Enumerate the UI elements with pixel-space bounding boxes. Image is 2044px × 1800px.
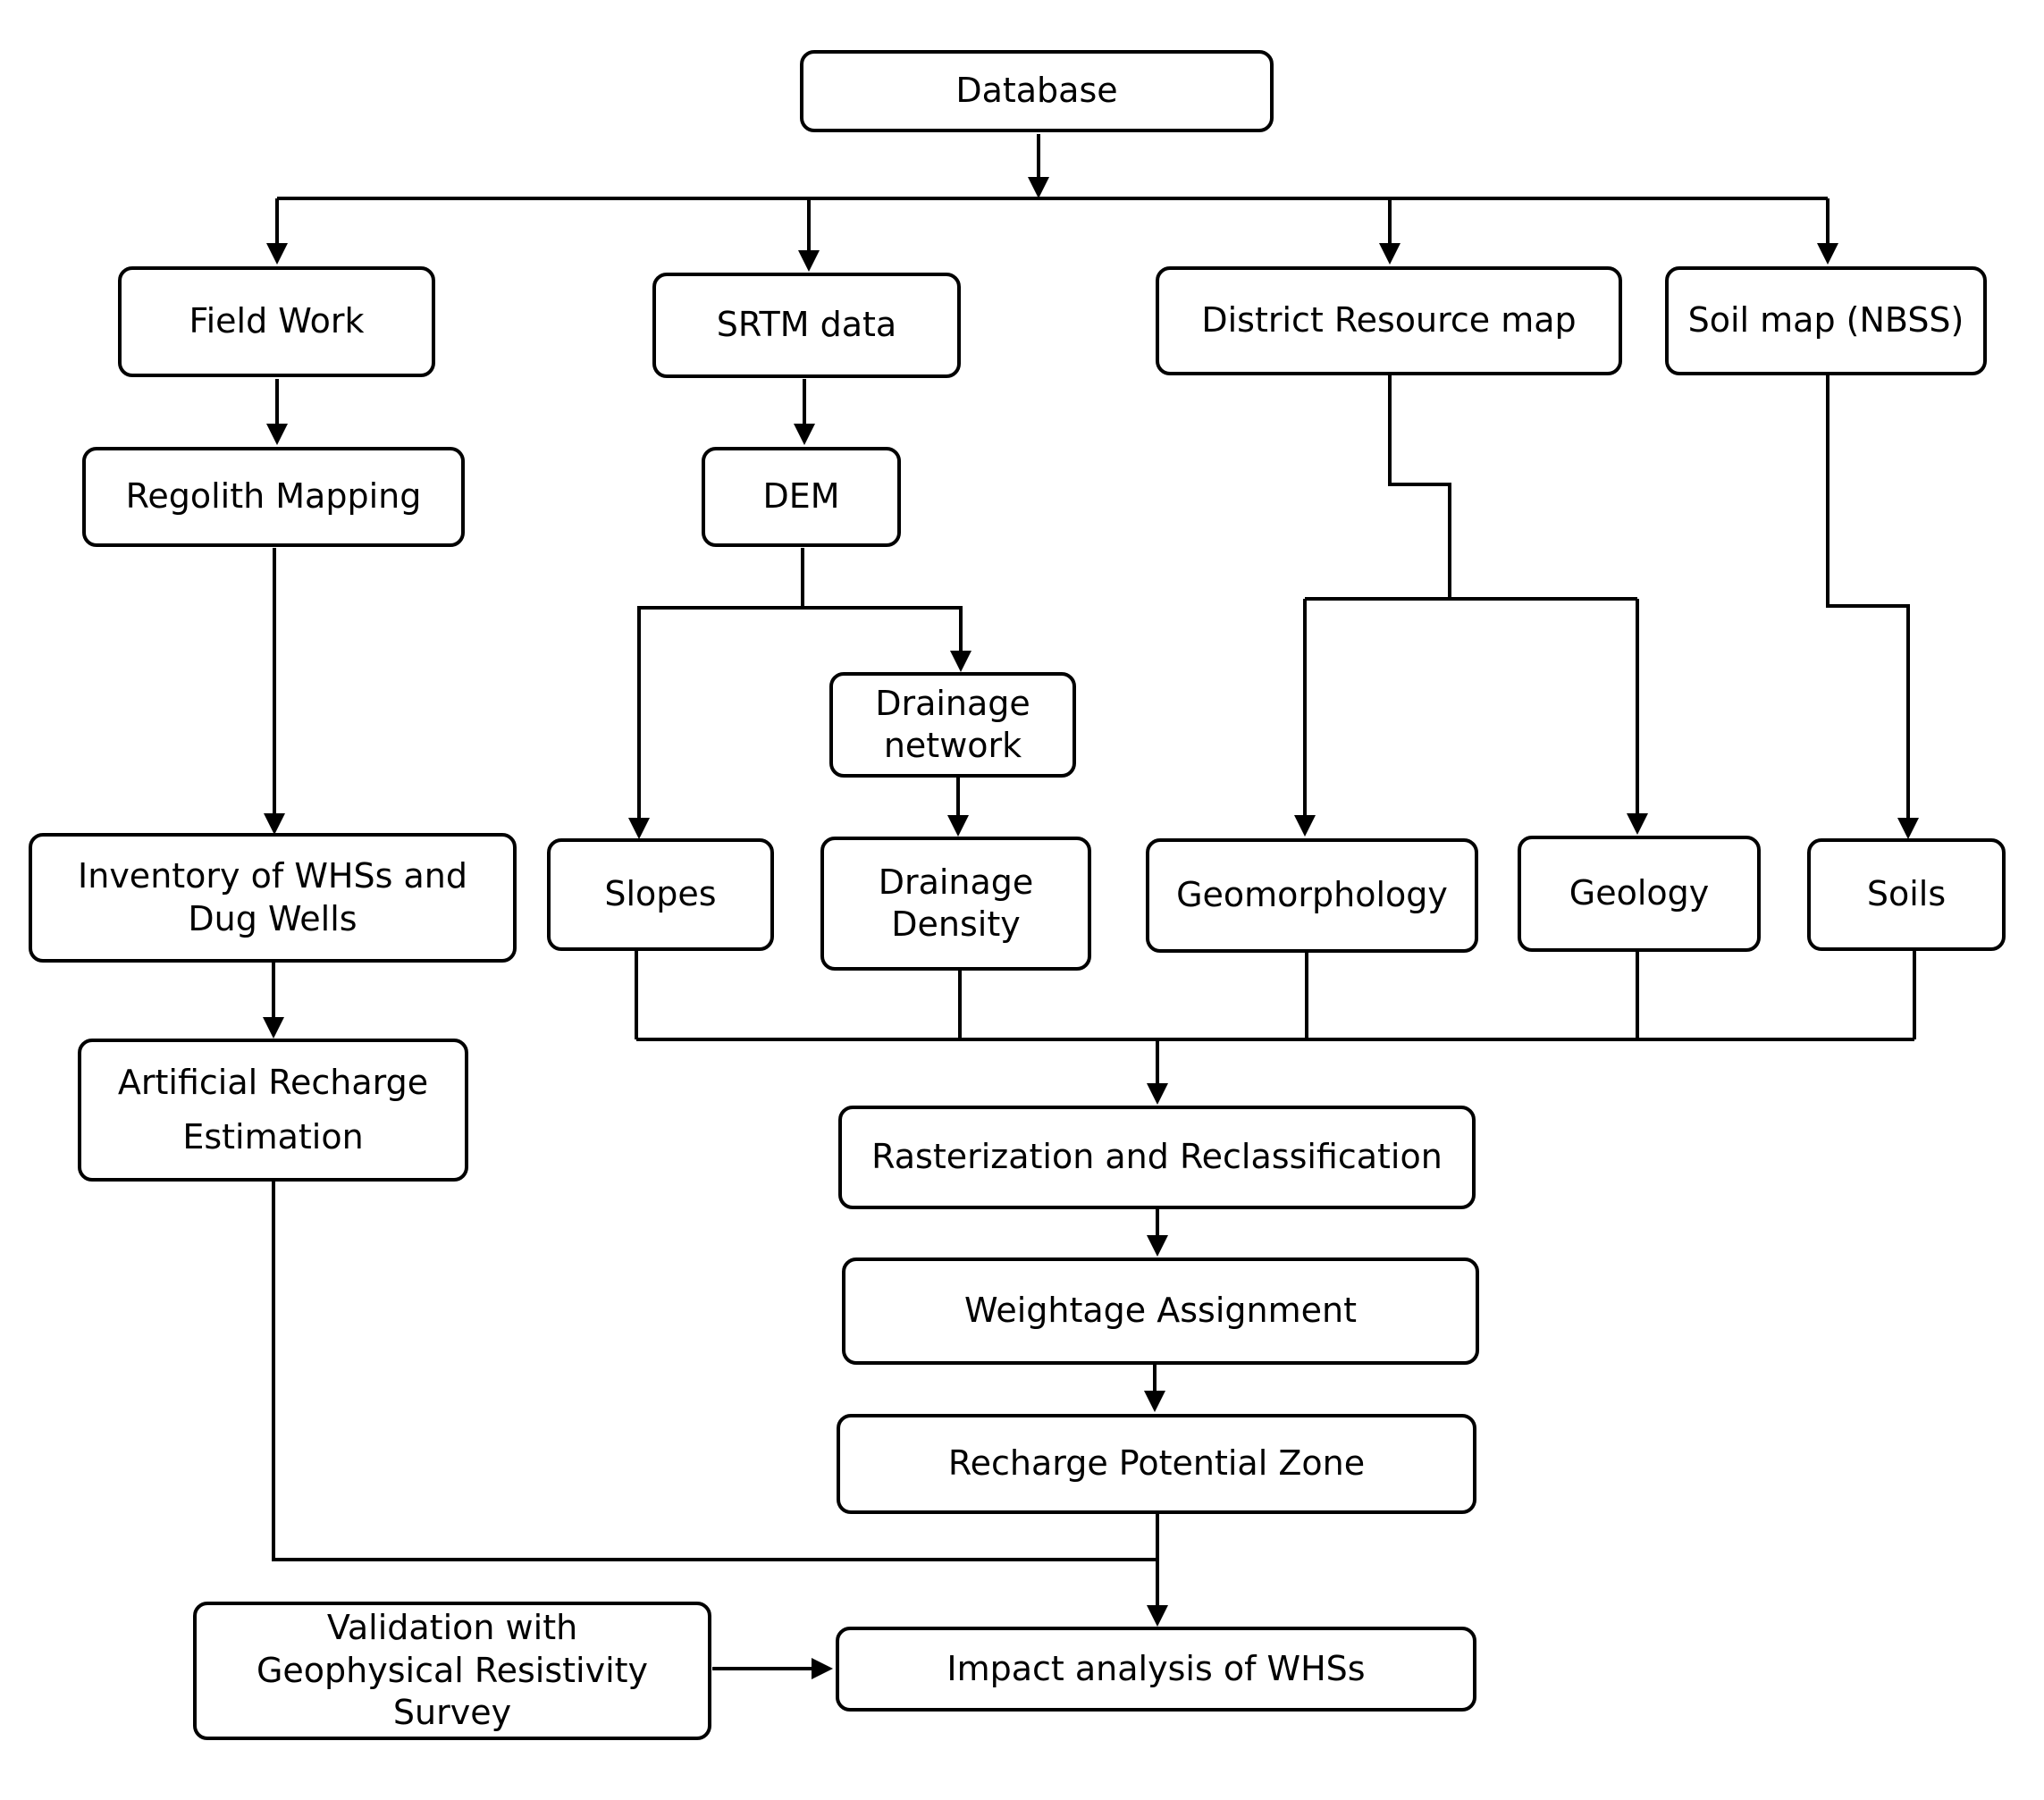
geology-label: Geology (1569, 873, 1710, 913)
drainage-network-label: Drainage network (875, 683, 1030, 766)
edge-artificial-impact (272, 1180, 1157, 1561)
impact-analysis-label: Impact analysis of WHSs (946, 1648, 1366, 1688)
geology-box: Geology (1518, 836, 1761, 952)
soils-label: Soils (1866, 874, 1947, 914)
validation-box: Validation with Geophysical Resistivity … (193, 1602, 711, 1740)
edge-soil-map-soils (1826, 375, 1919, 839)
edge-district-branch (1388, 375, 1451, 597)
artificial-recharge-label: Artificial Recharge Estimation (117, 1063, 429, 1157)
edge-dem-slopes (628, 606, 803, 839)
field-work-box: Field Work (118, 266, 435, 377)
district-resource-map-box: District Resource map (1156, 266, 1622, 375)
field-work-label: Field Work (189, 301, 365, 341)
regolith-mapping-box: Regolith Mapping (82, 447, 465, 547)
rasterization-label: Rasterization and Reclassification (871, 1137, 1443, 1177)
dem-box: DEM (702, 447, 901, 547)
weightage-label: Weightage Assignment (964, 1291, 1357, 1331)
srtm-data-box: SRTM data (652, 273, 961, 378)
weightage-box: Weightage Assignment (842, 1257, 1479, 1365)
recharge-zone-label: Recharge Potential Zone (947, 1443, 1366, 1484)
district-resource-map-label: District Resource map (1201, 300, 1577, 341)
inventory-label: Inventory of WHSs and Dug Wells (78, 856, 467, 938)
drainage-network-box: Drainage network (829, 672, 1076, 778)
impact-analysis-box: Impact analysis of WHSs (836, 1627, 1476, 1712)
edge-dem-drainage-network (803, 606, 972, 672)
geomorphology-label: Geomorphology (1176, 875, 1448, 915)
slopes-label: Slopes (604, 874, 717, 914)
rasterization-box: Rasterization and Reclassification (838, 1106, 1476, 1209)
srtm-data-label: SRTM data (716, 305, 897, 345)
database-box: Database (800, 50, 1274, 132)
database-label: Database (955, 71, 1118, 111)
geomorphology-box: Geomorphology (1146, 838, 1478, 953)
recharge-zone-box: Recharge Potential Zone (837, 1414, 1476, 1514)
slopes-box: Slopes (547, 838, 774, 951)
inventory-box: Inventory of WHSs and Dug Wells (29, 833, 517, 963)
soils-box: Soils (1807, 838, 2006, 951)
regolith-mapping-label: Regolith Mapping (125, 476, 422, 517)
validation-label: Validation with Geophysical Resistivity … (256, 1608, 649, 1733)
soil-map-box: Soil map (NBSS) (1665, 266, 1987, 375)
soil-map-label: Soil map (NBSS) (1687, 300, 1964, 341)
dem-label: DEM (762, 476, 840, 517)
artificial-recharge-box: Artificial Recharge Estimation (78, 1039, 468, 1182)
drainage-density-box: Drainage Density (820, 837, 1091, 971)
drainage-density-label: Drainage Density (878, 862, 1034, 945)
